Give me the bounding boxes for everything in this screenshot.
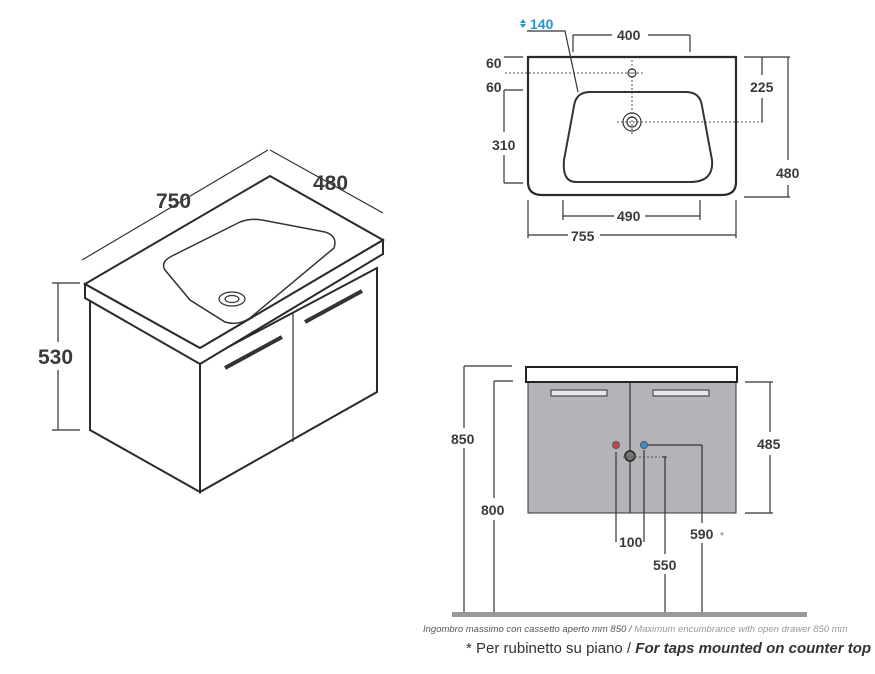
drain-height-label: 550 [653, 557, 677, 573]
height-label: 530 [38, 346, 73, 369]
depth-label: 480 [776, 165, 800, 181]
cabinet-height-label: 485 [757, 436, 781, 452]
tap-spacing-label: 400 [617, 27, 641, 43]
asterisk-mark: * [720, 531, 724, 542]
front-view: 850 800 485 100 550 590 * [451, 365, 807, 617]
taps-note-it: * Per rubinetto su piano / [466, 640, 632, 657]
drain-hole-outer [622, 112, 642, 132]
countertop-top [82, 174, 385, 350]
tap-height-label: 140 [530, 16, 554, 32]
drain-spacing-label: 100 [619, 534, 643, 550]
cabinet-front [527, 380, 737, 514]
drain-inner [224, 294, 240, 304]
up-down-arrow-icon [520, 19, 526, 28]
taps-note-en: For taps mounted on counter top [635, 640, 872, 657]
cabinet-top-height-label: 800 [481, 502, 505, 518]
total-height-label: 850 [451, 431, 475, 447]
width-label: 750 [156, 190, 191, 213]
taps-note: * Per rubinetto su piano / For taps moun… [466, 640, 871, 657]
basin-depth-label: 310 [492, 137, 516, 153]
width-label: 755 [571, 228, 595, 244]
left-door-handle [224, 335, 283, 370]
label-bg [36, 342, 80, 370]
hot-water-inlet-icon [612, 441, 620, 449]
basin-width-label: 490 [617, 208, 641, 224]
encumbrance-note-en: Maximum encumbrance with open drawer 850… [634, 624, 848, 635]
left-handle [550, 389, 608, 397]
basin [162, 218, 336, 325]
drain [218, 291, 246, 307]
isometric-view: 750 480 530 [36, 149, 385, 494]
depth-dim-line [269, 149, 384, 214]
encumbrance-note-it: Ingombro massimo con cassetto aperto mm … [423, 624, 632, 635]
right-door-handle [304, 289, 363, 324]
tap-hole [627, 68, 637, 78]
offset-2-label: 60 [486, 79, 502, 95]
drain-outlet-icon [624, 450, 636, 462]
countertop [525, 366, 738, 383]
depth-label: 480 [313, 172, 348, 195]
right-handle [652, 389, 710, 397]
cabinet-front [199, 266, 378, 494]
tap-height-label: 590 [690, 526, 714, 542]
drain-hole-inner [626, 116, 638, 128]
bowl-outline [562, 91, 714, 183]
drain-offset-label: 225 [750, 79, 774, 95]
floor [452, 612, 807, 617]
cold-water-inlet-icon [640, 441, 648, 449]
top-view: 140 400 60 60 310 225 480 490 755 [486, 16, 800, 244]
leader-140 [527, 30, 579, 93]
encumbrance-note: Ingombro massimo con cassetto aperto mm … [423, 624, 848, 635]
width-dim-line [81, 149, 269, 261]
offset-1-label: 60 [486, 55, 502, 71]
